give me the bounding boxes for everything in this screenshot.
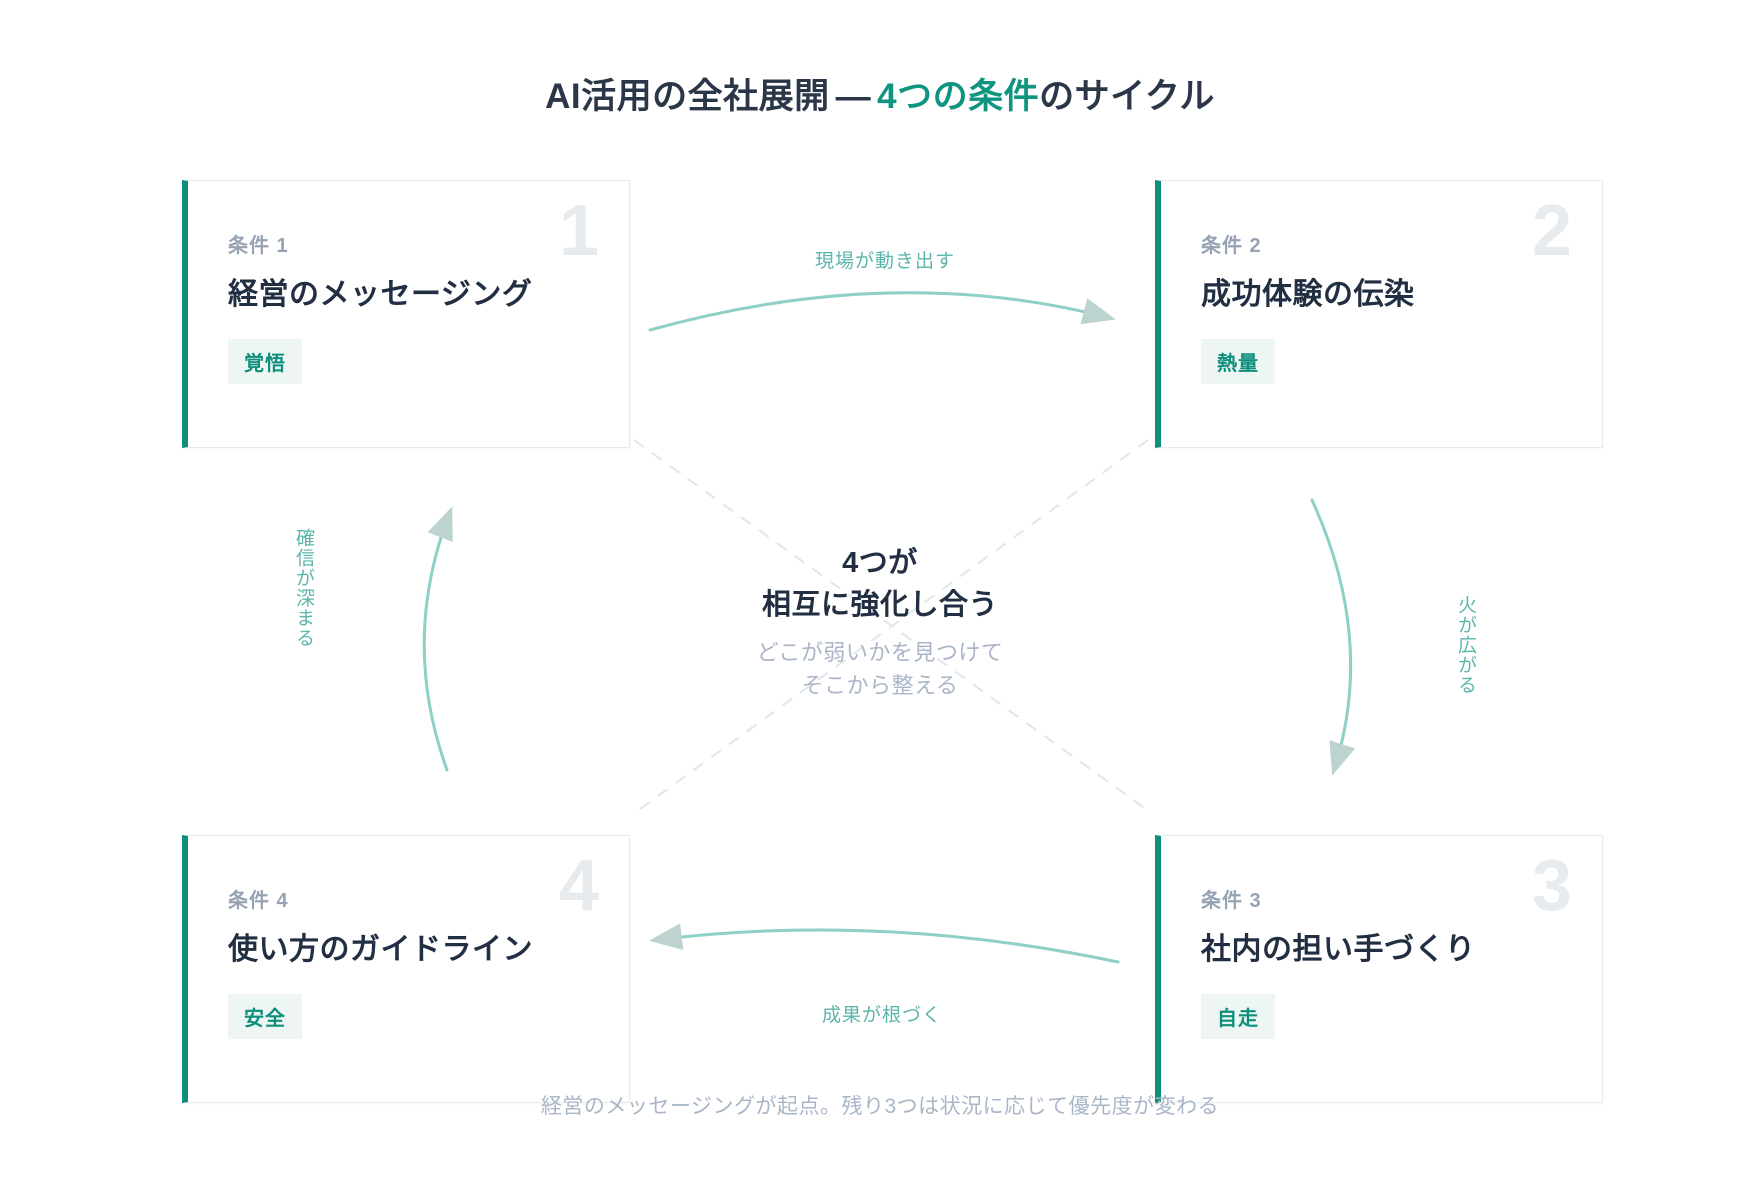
- card-ghost-number: 2: [1531, 191, 1572, 271]
- card-title: 成功体験の伝染: [1201, 278, 1415, 311]
- arrow-bottom: [649, 923, 1120, 964]
- card-title: 経営のメッセージング: [228, 278, 533, 311]
- card-ghost-number: 1: [558, 191, 599, 271]
- center-sub-2: そこから整える: [801, 673, 959, 699]
- condition-card-3[interactable]: 3 条件 3 社内の担い手づくり 自走: [1155, 835, 1603, 1103]
- edge-label-top: 現場が動き出す: [815, 251, 956, 272]
- card-kicker: 条件 4: [228, 890, 289, 912]
- page-title: AI活用の全社展開—4つの条件のサイクル: [0, 68, 1760, 119]
- card-tag: 熱量: [1201, 339, 1275, 384]
- edge-label-bottom: 成果が根づく: [822, 1005, 943, 1026]
- condition-card-2[interactable]: 2 条件 2 成功体験の伝染 熱量: [1155, 180, 1603, 448]
- condition-card-4[interactable]: 4 条件 4 使い方のガイドライン 安全: [182, 835, 630, 1103]
- card-kicker: 条件 1: [228, 235, 289, 257]
- card-kicker: 条件 3: [1201, 890, 1262, 912]
- footer-caption: 経営のメッセージングが起点。残り3つは状況に応じて優先度が変わる: [540, 1095, 1220, 1118]
- center-message: 4つが 相互に強化し合う どこが弱いかを見つけて そこから整える: [0, 542, 1760, 702]
- center-sub-1: どこが弱いかを見つけて: [756, 640, 1004, 666]
- card-ghost-number: 4: [558, 846, 599, 926]
- title-main: AI活用の全社展開: [545, 77, 830, 116]
- card-kicker: 条件 2: [1201, 235, 1262, 257]
- edge-label-left: 確信が深まる: [293, 528, 314, 648]
- center-line-2: 相互に強化し合う: [761, 589, 998, 622]
- card-tag: 安全: [228, 994, 302, 1039]
- card-ghost-number: 3: [1531, 846, 1572, 926]
- card-tag: 自走: [1201, 994, 1275, 1039]
- condition-card-1[interactable]: 1 条件 1 経営のメッセージング 覚悟: [182, 180, 630, 448]
- arrow-top: [648, 291, 1116, 332]
- center-line-1: 4つが: [842, 547, 918, 579]
- title-dash: —: [835, 77, 872, 116]
- card-title: 使い方のガイドライン: [228, 933, 533, 966]
- title-suffix: のサイクル: [1039, 77, 1215, 116]
- title-accent: 4つの条件: [877, 77, 1040, 116]
- card-title: 社内の担い手づくり: [1201, 933, 1476, 966]
- edge-label-right: 火が広がる: [1455, 595, 1476, 695]
- card-tag: 覚悟: [228, 339, 302, 384]
